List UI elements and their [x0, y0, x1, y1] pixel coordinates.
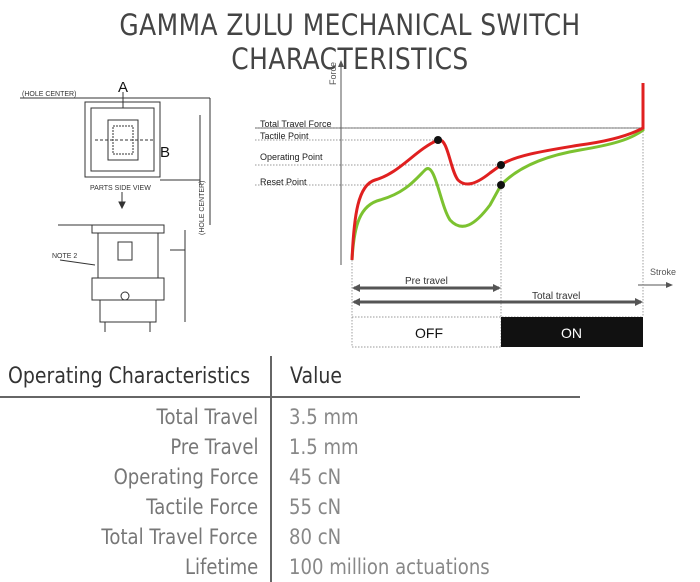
on-box [501, 317, 643, 347]
row-value-tactile-force: 55 cN [289, 495, 342, 519]
force-stroke-diagram: Force Stroke Total Travel Force Tactile … [255, 60, 676, 348]
table-column-divider [270, 356, 272, 582]
on-label: ON [561, 325, 582, 341]
row-label-operating-force: Operating Force [113, 465, 258, 489]
reset-point-marker [497, 181, 505, 189]
label-b: B [160, 144, 170, 161]
row-value-total-travel: 3.5 mm [289, 405, 359, 429]
tactile-point-marker [434, 136, 442, 144]
pre-travel-label: Pre travel [405, 276, 448, 287]
label-total-travel-force: Total Travel Force [260, 119, 332, 129]
row-value-lifetime: 100 million actuations [289, 555, 490, 579]
press-curve [350, 83, 645, 261]
row-label-total-travel-force: Total Travel Force [101, 525, 258, 549]
parts-side-view-label: PARTS SIDE VIEW [90, 185, 151, 192]
table-header-characteristics: Operating Characteristics [8, 364, 251, 389]
label-operating-point: Operating Point [260, 152, 323, 162]
note-2-label: NOTE 2 [52, 253, 77, 260]
row-value-pre-travel: 1.5 mm [289, 435, 359, 459]
switch-technical-drawing: (HOLE CENTER) A B PARTS SIDE VIEW NOTE 2… [20, 79, 211, 332]
total-travel-label: Total travel [532, 291, 580, 302]
page-title: GAMMA ZULU MECHANICAL SWITCH CHARACTERIS… [119, 8, 581, 76]
row-label-total-travel: Total Travel [156, 405, 258, 429]
row-label-tactile-force: Tactile Force [146, 495, 258, 519]
hole-center-side-label: (HOLE CENTER) [199, 181, 206, 235]
hole-center-top-label: (HOLE CENTER) [22, 91, 76, 98]
off-label: OFF [415, 325, 443, 341]
y-axis-label: Force [328, 62, 338, 85]
label-tactile-point: Tactile Point [260, 131, 309, 141]
operating-point-marker [497, 161, 505, 169]
x-axis-label: Stroke [650, 267, 676, 277]
table-header-divider [0, 396, 580, 398]
label-reset-point: Reset Point [260, 177, 307, 187]
release-curve [350, 83, 645, 261]
row-value-operating-force: 45 cN [289, 465, 342, 489]
row-label-pre-travel: Pre Travel [169, 435, 258, 459]
label-a: A [118, 79, 128, 96]
row-value-total-travel-force: 80 cN [289, 525, 342, 549]
table-header-value: Value [290, 364, 342, 389]
row-label-lifetime: Lifetime [184, 555, 258, 579]
